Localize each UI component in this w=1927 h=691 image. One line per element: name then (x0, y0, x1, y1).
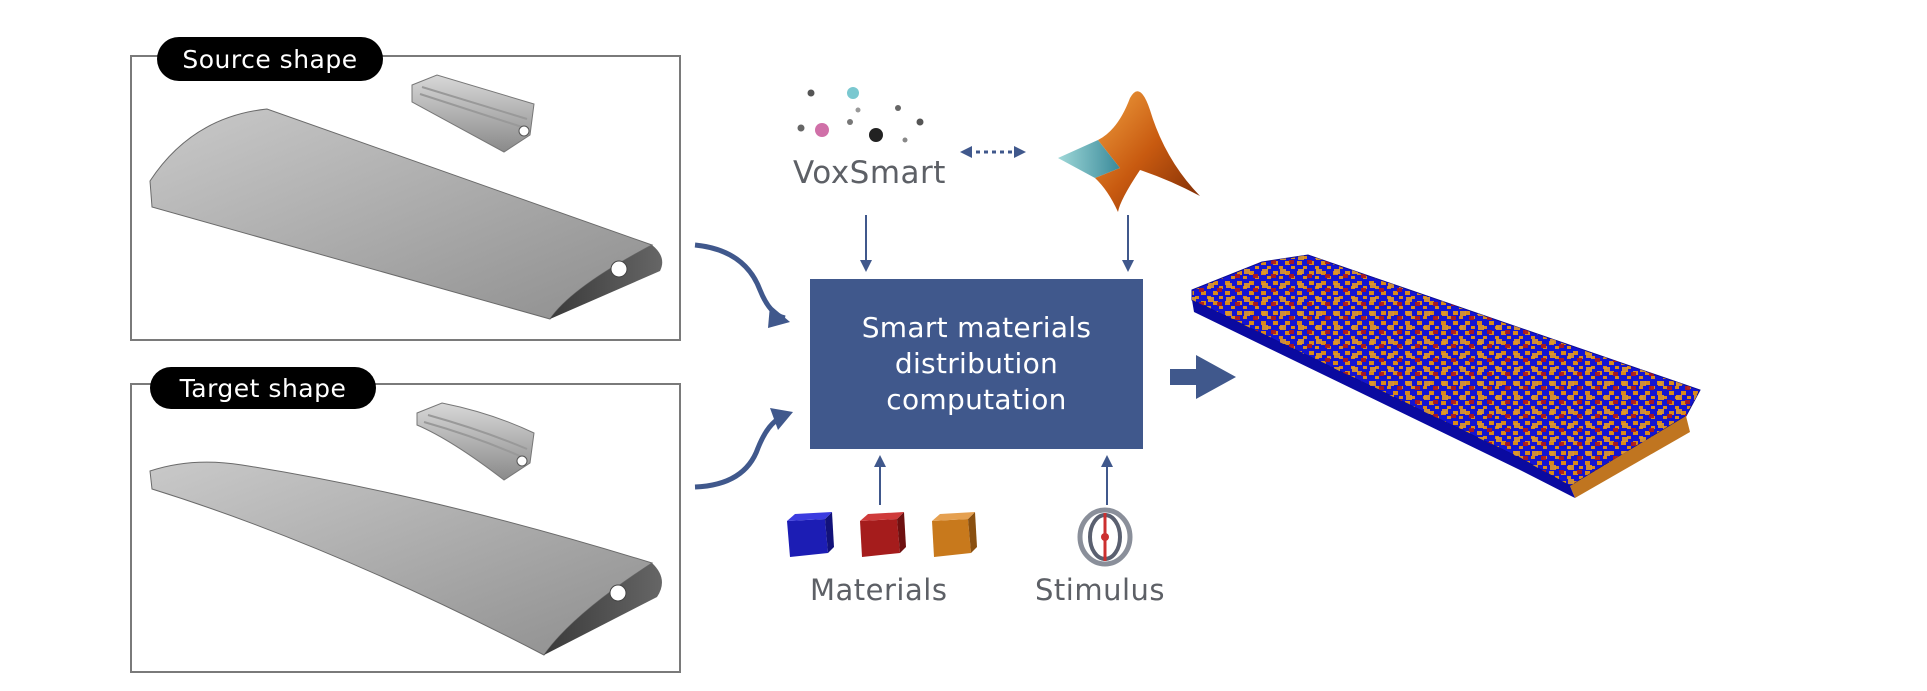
voxsmart-label: VoxSmart (793, 155, 946, 191)
materials-label: Materials (810, 573, 948, 607)
target-shape-label: Target shape (150, 367, 376, 409)
voxel-wing-edge (1570, 416, 1690, 498)
computation-line-3: computation (886, 383, 1067, 416)
source-shape-label: Source shape (157, 37, 383, 81)
source-shape-panel (130, 55, 681, 341)
output-arrow-shaft (1170, 369, 1198, 385)
source-wing-illustration (149, 74, 663, 320)
target-shape-panel (130, 383, 681, 673)
computation-line-2: distribution (894, 347, 1059, 380)
material-red-cube-icon (860, 512, 906, 557)
stimulus-label: Stimulus (1035, 573, 1166, 607)
material-orange-cube-icon (932, 512, 977, 557)
output-arrow-head (1196, 355, 1236, 399)
material-blue-cube-icon (787, 512, 834, 557)
computation-box: Smart materials distribution computation (810, 279, 1143, 449)
target-wing-illustration (149, 402, 662, 656)
computation-line-1: Smart materials (861, 311, 1092, 344)
